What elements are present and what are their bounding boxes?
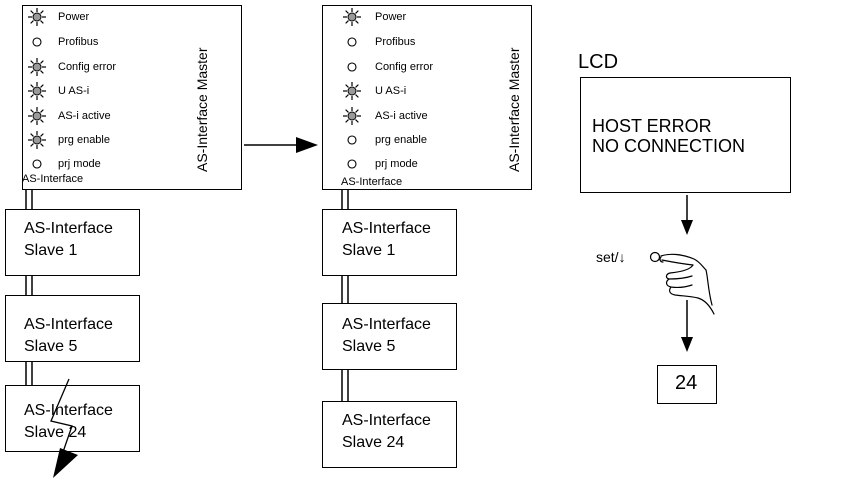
right-led-6-off-icon [347,135,357,145]
left-slave-1-line2: Slave 1 [24,242,78,259]
right-slave-5 [322,303,457,370]
right-slave-24 [322,401,457,468]
right-led-label-config-error: Config error [375,61,434,73]
lcd-down-arrow [681,195,693,235]
left-led-7-off-icon [32,159,42,169]
left-slave-5 [5,295,140,362]
left-led-label-u-asi: U AS-i [58,85,90,97]
left-master-panel [22,5,242,190]
left-led-4-lit-icon [28,82,46,100]
result-arrow [681,300,693,352]
right-bus-label: AS-Interface [341,176,403,188]
right-slave-1-line1: AS-Interface [342,220,431,237]
right-master-panel [322,5,532,190]
left-led-label-prj-mode: prj mode [58,158,101,170]
left-led-label-asi-active: AS-i active [58,110,111,122]
left-led-6-lit-icon [28,131,46,149]
left-led-5-lit-icon [28,107,46,125]
lcd-line-2: NO CONNECTION [592,136,745,156]
result-value: 24 [675,372,698,394]
right-led-5-lit-icon [343,107,361,125]
left-led-2-off-icon [32,37,42,47]
left-bus-lines [25,190,33,385]
lcd-line-1: HOST ERROR [592,116,712,136]
lightning-break-icon [50,378,78,478]
left-led-label-profibus: Profibus [58,36,99,48]
right-slave-24-line1: AS-Interface [342,412,431,429]
right-led-4-lit-icon [343,82,361,100]
left-slave-24-line1: AS-Interface [24,402,113,419]
lcd-display [580,77,791,193]
right-led-1-lit-icon [343,8,361,26]
right-slave-1-line2: Slave 1 [342,242,396,259]
left-led-3-lit-icon [28,58,46,76]
hand-icon [659,253,715,315]
left-led-1-lit-icon [28,8,46,26]
left-slave-5-line2: Slave 5 [24,338,78,355]
right-led-7-off-icon [347,159,357,169]
lcd-title: LCD [578,51,619,73]
right-led-2-off-icon [347,37,357,47]
right-slave-1 [322,209,457,276]
right-led-label-u-asi: U AS-i [375,85,407,97]
left-slave-1-line1: AS-Interface [24,220,113,237]
right-slave-5-line1: AS-Interface [342,316,431,333]
right-slave-5-line2: Slave 5 [342,338,396,355]
right-bus-lines [341,190,349,401]
right-led-label-prj-mode: prj mode [375,158,418,170]
right-led-label-profibus: Profibus [375,36,416,48]
left-slave-24 [5,385,140,452]
right-led-label-asi-active: AS-i active [375,110,428,122]
set-button-icon [649,251,661,263]
transition-arrow [244,137,318,153]
left-led-label-config-error: Config error [58,61,117,73]
right-led-3-off-icon [347,62,357,72]
left-led-label-power: Power [58,11,90,23]
left-slave-5-line1: AS-Interface [24,316,113,333]
result-display [657,365,717,404]
right-led-label-prg-enable: prg enable [375,134,427,146]
led-indicators [28,8,361,169]
left-slave-1 [5,209,140,276]
set-button-label: set/↓ [596,249,626,265]
right-slave-24-line2: Slave 24 [342,434,405,451]
right-led-label-power: Power [375,11,407,23]
left-led-label-prg-enable: prg enable [58,134,110,146]
left-bus-label: AS-Interface [22,173,84,185]
